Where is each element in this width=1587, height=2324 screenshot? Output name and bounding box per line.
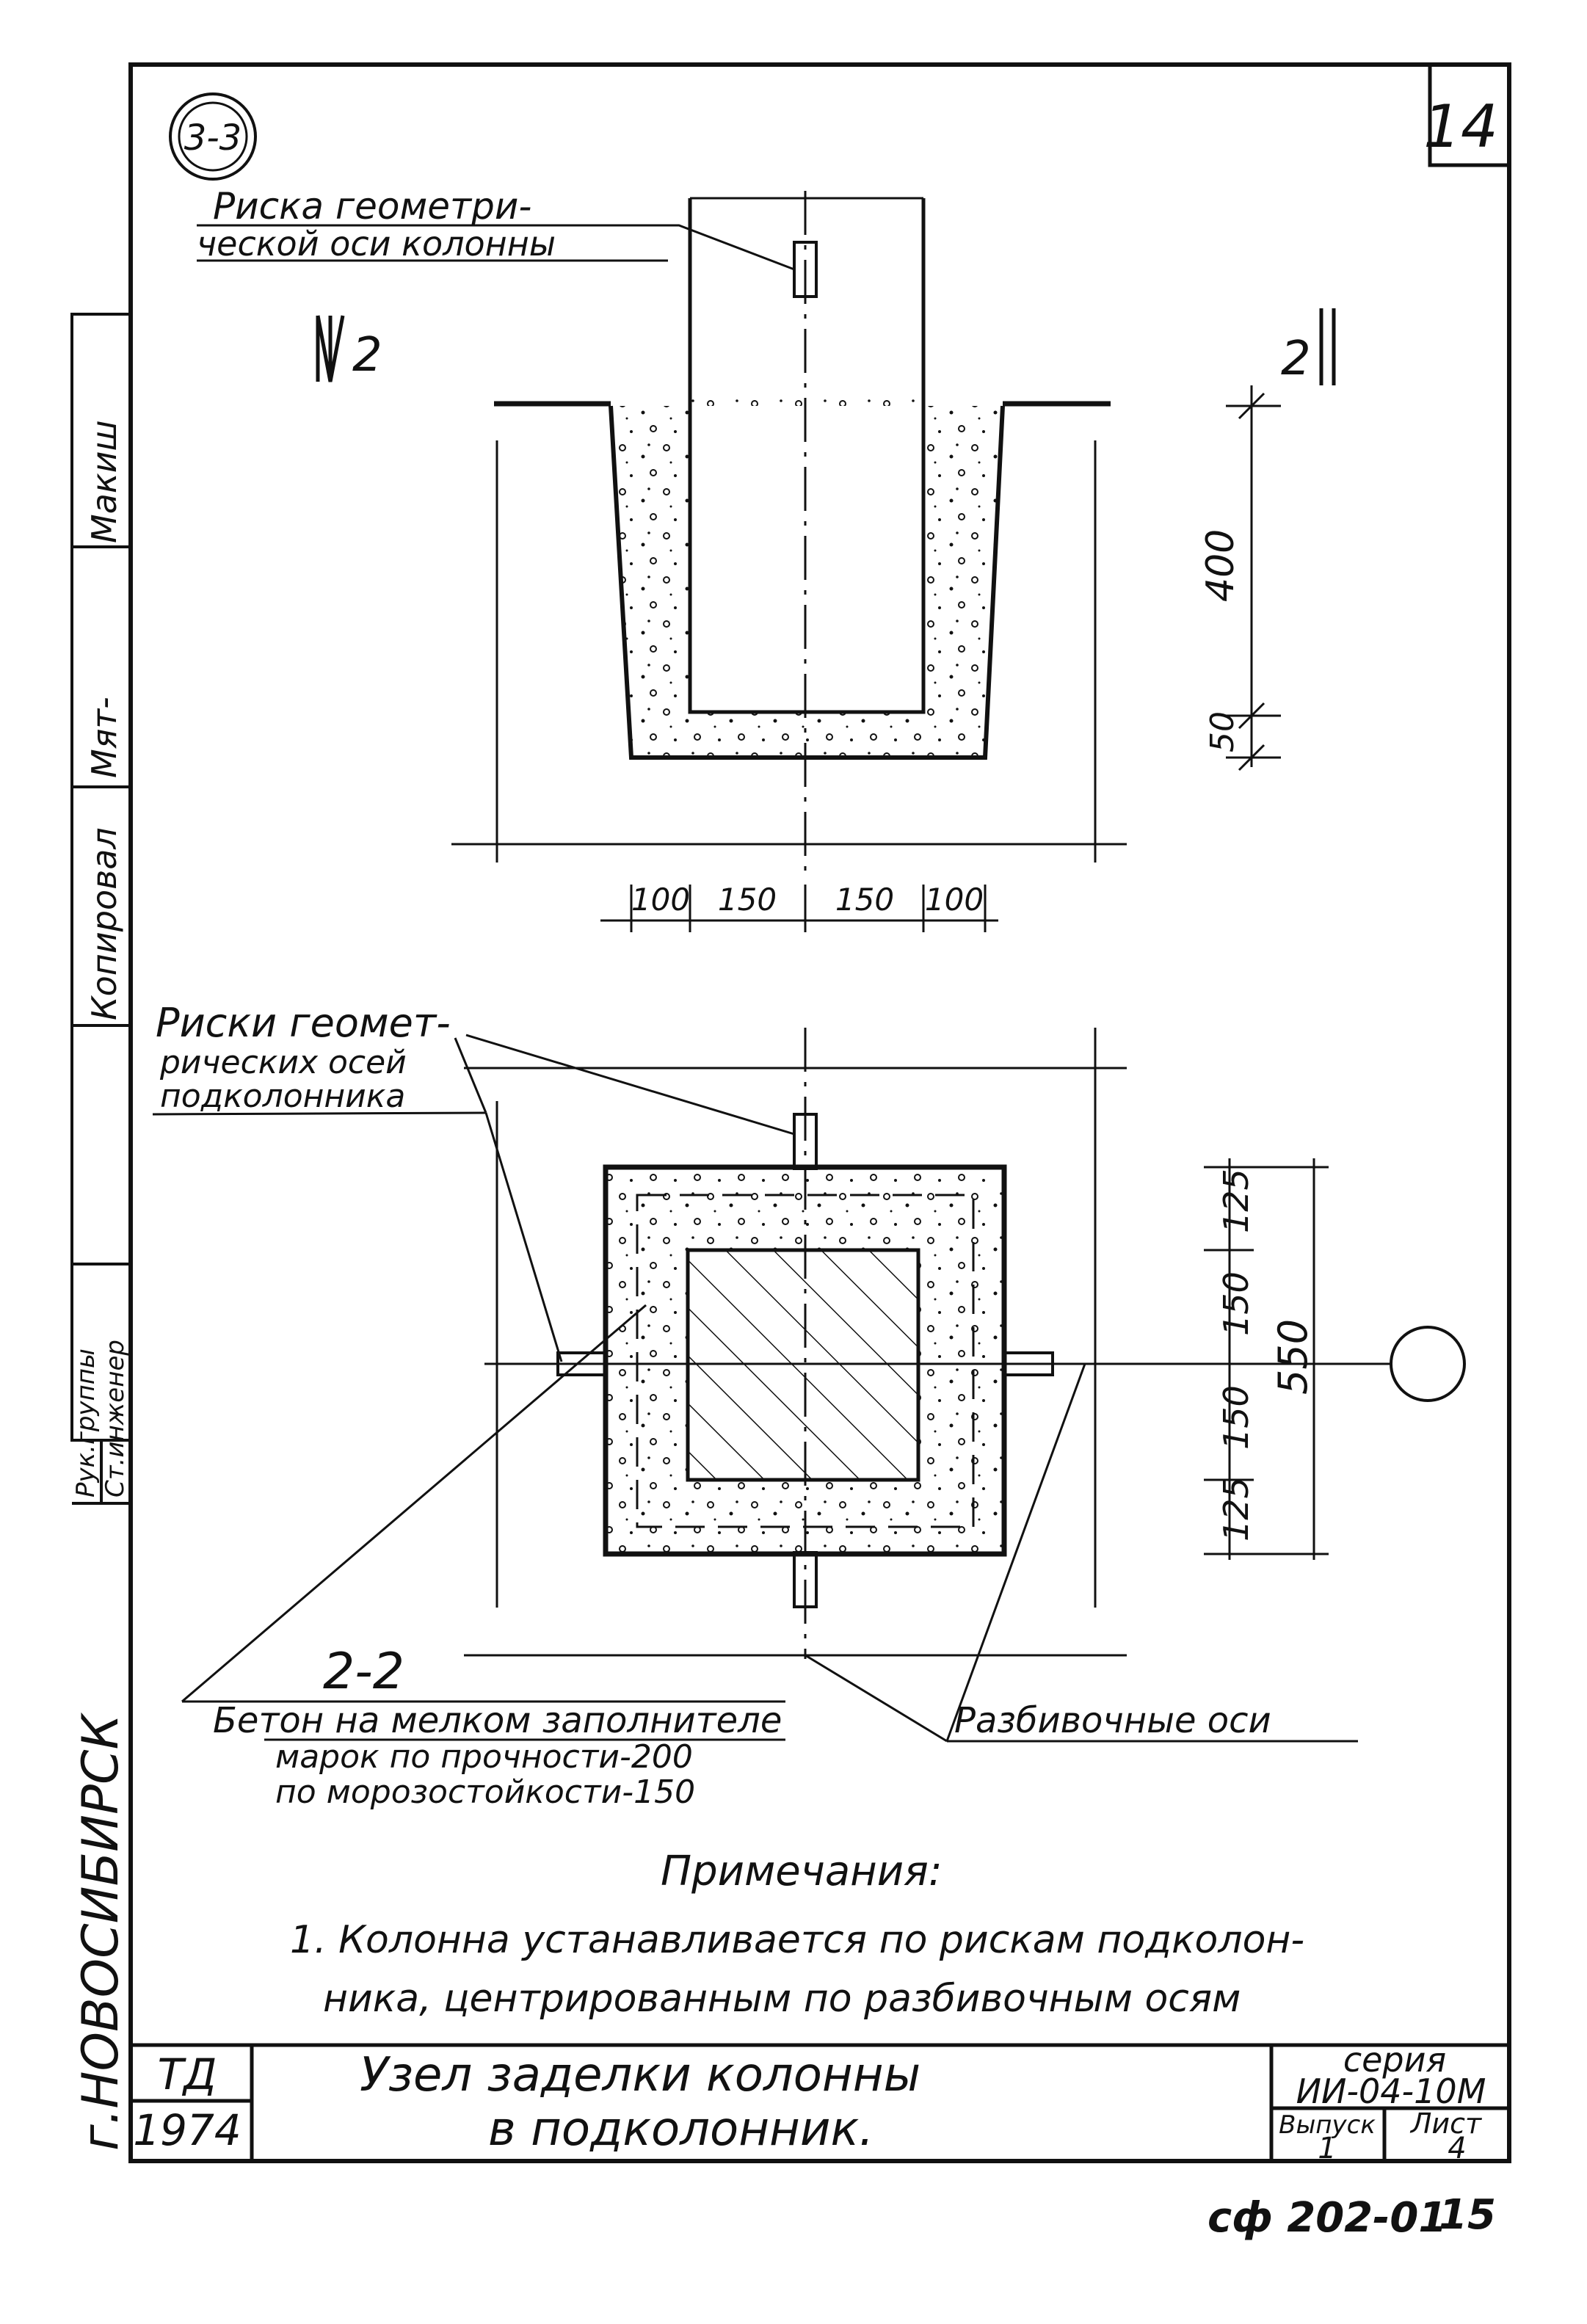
dim-100-right: 100	[925, 882, 984, 918]
series-value: ИИ-04-10М	[1296, 2071, 1486, 2111]
title-org: ТД	[158, 2049, 217, 2099]
issue-value: 1	[1318, 2132, 1336, 2165]
series-label: серия	[1343, 2040, 1446, 2080]
stamp-name-3: Копировал	[84, 827, 124, 1020]
drawing-title-1: Узел заделки колонны	[360, 2048, 920, 2102]
dim-50: 50	[1204, 711, 1241, 752]
dim-150-left: 150	[718, 882, 777, 918]
page-number: 14	[1423, 92, 1498, 161]
plan-mark-label-3: подколонника	[160, 1078, 405, 1115]
plan-mark-label-2: рических осей	[159, 1044, 407, 1081]
column-mark-label-1: Риска геометри-	[213, 185, 531, 228]
section-view: Риска геометри- ческой оси колонны 2 2 4…	[197, 185, 1336, 932]
cut-marker-right	[1319, 308, 1336, 385]
dim-550: 550	[1270, 1319, 1316, 1395]
sheet-label: Лист	[1409, 2107, 1483, 2140]
column-mark-label-2: ческой оси колонны	[197, 224, 556, 264]
city-label: г.НОВОСИБИРСК	[72, 1712, 130, 2151]
stamp-name-2: Мят-	[84, 697, 124, 778]
axis-mark-right	[1003, 1351, 1054, 1376]
plan-view: Риски геомет- рических осей подколонника…	[152, 1000, 1466, 1811]
axis-bubble	[1390, 1326, 1466, 1402]
section-mark-circle	[169, 92, 257, 181]
plan-mark-label-1: Риски геомет-	[156, 1000, 451, 1046]
drawing-title-2: в подколонник.	[488, 2102, 874, 2157]
bottom-page: 15	[1439, 2191, 1496, 2239]
issue-label: Выпуск	[1279, 2110, 1376, 2140]
section-mark: 3-3	[184, 117, 242, 159]
svg-text:2: 2	[1281, 332, 1311, 386]
notes-line-1: 1. Колонна устанавливается по рискам под…	[290, 1918, 1304, 1962]
grout-fill	[611, 396, 1003, 758]
bottom-code: сф 202-01	[1208, 2194, 1447, 2242]
cut-marker-left	[316, 316, 333, 382]
concrete-note-1: Бетон на мелком заполнителе	[213, 1700, 782, 1741]
svg-text:125: 125	[1216, 1477, 1256, 1542]
stamp-role-2: Ст.инженер	[101, 1340, 130, 1497]
notes-title: Примечания:	[661, 1848, 943, 1895]
axes-label: Разбивочные оси	[954, 1700, 1271, 1741]
axis-mark-top	[793, 1113, 818, 1170]
dim-100-left: 100	[631, 882, 690, 918]
svg-text:125: 125	[1216, 1169, 1256, 1233]
title-year: 1974	[133, 2105, 242, 2155]
svg-text:150: 150	[1216, 1271, 1256, 1336]
dim-150-right: 150	[835, 882, 894, 918]
side-stamp	[70, 313, 132, 1505]
axis-mark-left	[556, 1351, 608, 1376]
svg-text:2: 2	[352, 328, 382, 382]
stamp-role-1: Рук.группы	[71, 1348, 101, 1497]
column-outline	[688, 198, 926, 714]
concrete-note-2: марок по прочности-200	[275, 1738, 693, 1776]
svg-text:150: 150	[1216, 1385, 1256, 1450]
dim-400: 400	[1199, 529, 1243, 602]
notes-line-2: ника, центрированным по разбивочным осям	[323, 1977, 1241, 2021]
concrete-note-3: по морозостойкости-150	[275, 1773, 695, 1811]
section-title: 2-2	[323, 1643, 404, 1701]
sheet-value: 4	[1448, 2132, 1466, 2165]
title-block	[131, 2043, 1509, 2161]
stamp-name-1: Макиш	[84, 420, 124, 543]
axis-mark-bottom	[793, 1551, 818, 1608]
